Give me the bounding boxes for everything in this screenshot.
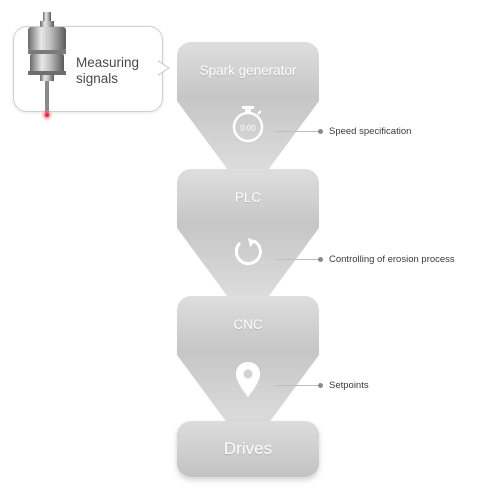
cnc-label: CNC [233,317,263,332]
drives-label: Drives [223,439,273,458]
bubble-text-line2: signals [76,71,119,86]
annotation-dot [318,257,323,262]
block-triangle [177,97,319,189]
speed-specification-annotation: Speed specification [329,126,412,137]
controlling-erosion-annotation: Controlling of erosion process [329,254,455,265]
location-pin-icon [236,362,260,397]
annotation-dot [318,383,323,388]
plc-label: PLC [234,190,262,205]
stopwatch-text: 0:00 [240,124,256,133]
annotation-line [276,131,318,132]
sensor-probe-icon [28,12,66,121]
block-top [177,169,319,225]
stopwatch-icon: 0:00 [232,106,264,143]
bubble-text: Measuring signals [76,55,156,87]
bubble-text-line1: Measuring [76,55,140,70]
block-top [177,296,319,352]
spark-generator-label: Spark generator [199,63,297,78]
annotation-line [276,385,318,386]
setpoints-annotation: Setpoints [329,380,369,391]
block-triangle [177,224,319,316]
annotation-dot [318,129,323,134]
drives-block: Drives [177,421,319,477]
bubble-tail-inner [157,61,168,75]
annotation-line [276,259,318,260]
refresh-icon [234,238,262,266]
block-top [177,42,319,98]
